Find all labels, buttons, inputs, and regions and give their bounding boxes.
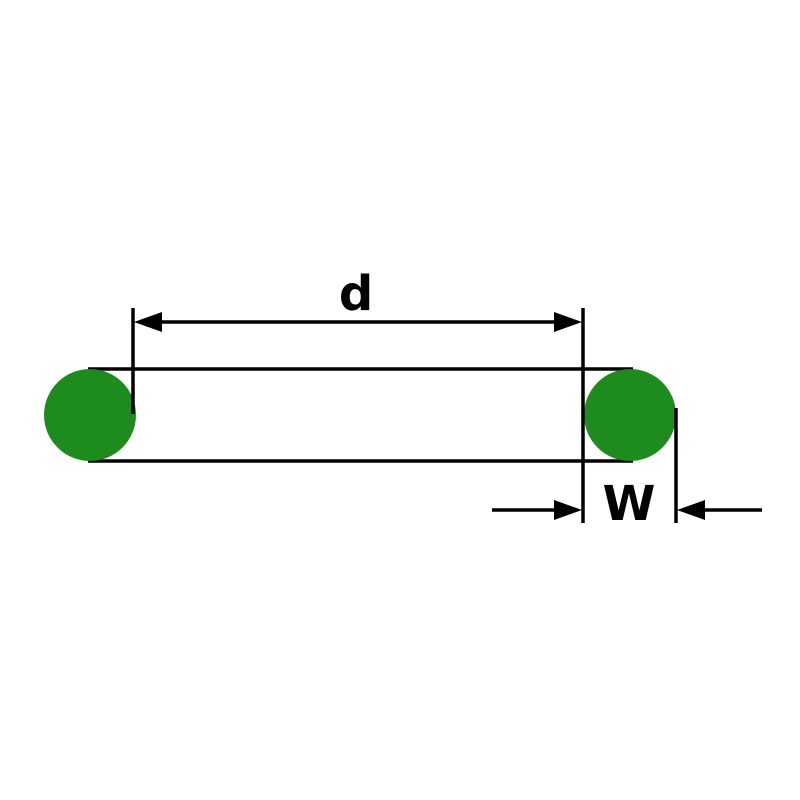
- diameter-arrowhead-left-icon: [134, 312, 162, 332]
- diameter-arrowhead-right-icon: [554, 312, 582, 332]
- width-arrowhead-right-icon: [677, 500, 705, 520]
- oring-left-cross-section-circle: [44, 369, 136, 461]
- oring-right-cross-section-circle: [584, 369, 676, 461]
- cross-section-width-label: W: [603, 476, 656, 532]
- width-arrowhead-left-icon: [554, 500, 582, 520]
- inner-diameter-label: d: [339, 266, 373, 322]
